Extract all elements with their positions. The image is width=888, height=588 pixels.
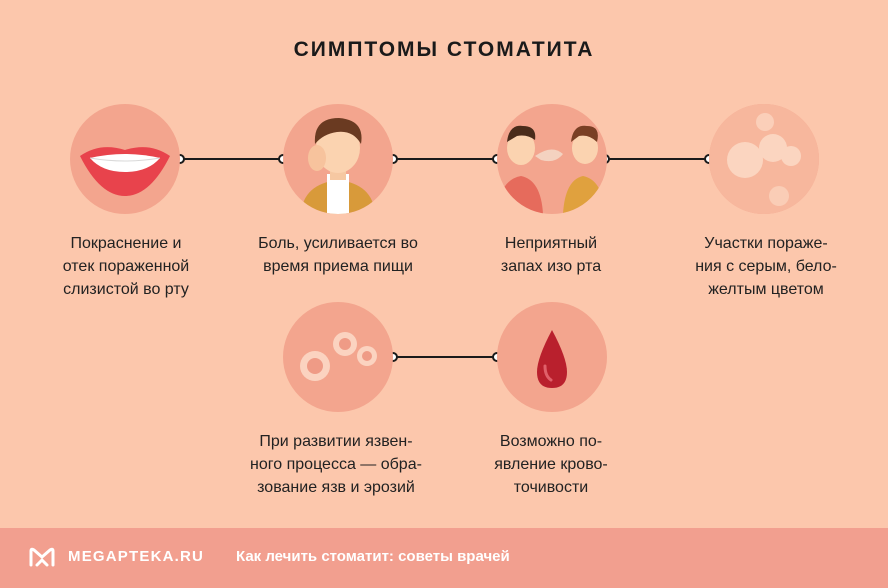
symptom-label-bad-breath: Неприятный запах изо рта bbox=[500, 235, 602, 275]
megapteka-logo-icon bbox=[29, 547, 55, 567]
lips-icon bbox=[70, 104, 180, 214]
symptom-label-pain: Боль, усиливается во время приема пищи bbox=[258, 235, 418, 275]
grey-patches-icon bbox=[709, 104, 819, 214]
symptom-label-redness: Покраснение и отек пораженной слизистой … bbox=[62, 235, 190, 298]
symptom-label-ulcers: При развитии язвен- ного процесса — обра… bbox=[250, 433, 422, 496]
ulcers-icon bbox=[283, 302, 393, 412]
toothache-person-icon bbox=[283, 104, 393, 214]
blood-drop-icon bbox=[497, 302, 607, 412]
symptom-label-patches: Участки пораже- ния с серым, бело- желты… bbox=[695, 235, 837, 298]
symptom-label-bleeding: Возможно по- явление крово- точивости bbox=[494, 433, 608, 496]
bad-breath-people-icon bbox=[497, 104, 607, 214]
footer-bar bbox=[0, 528, 888, 588]
page-title: СИМПТОМЫ СТОМАТИТА bbox=[293, 38, 595, 61]
article-title[interactable]: Как лечить стоматит: советы врачей bbox=[236, 548, 510, 565]
brand-name[interactable]: MEGAPTEKA.RU bbox=[68, 548, 205, 565]
